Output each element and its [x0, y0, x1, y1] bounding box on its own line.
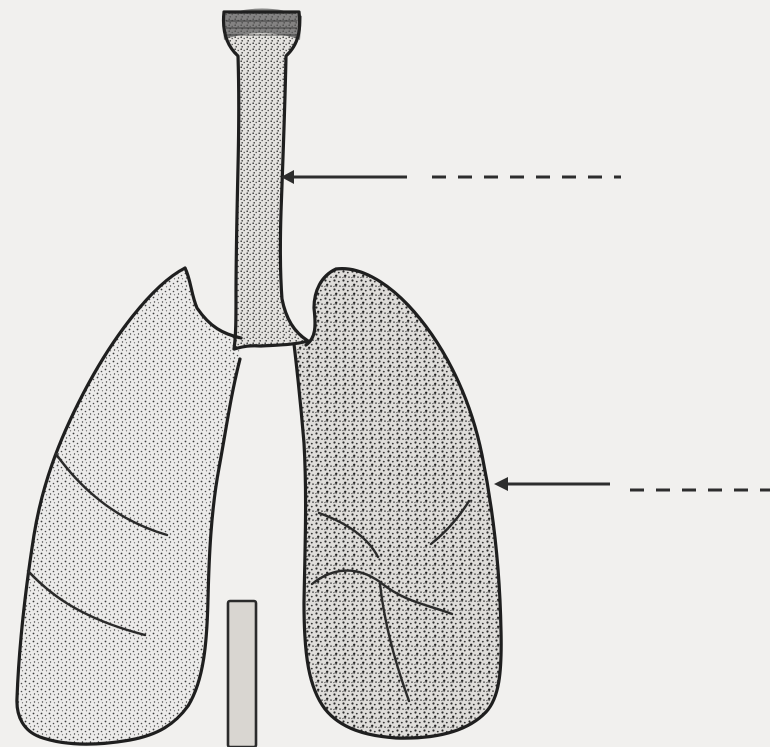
left-lung: [17, 268, 241, 744]
lung-label-pointer: [494, 477, 770, 491]
trachea-label-pointer: [281, 170, 621, 184]
esophagus-tube: [228, 601, 256, 747]
